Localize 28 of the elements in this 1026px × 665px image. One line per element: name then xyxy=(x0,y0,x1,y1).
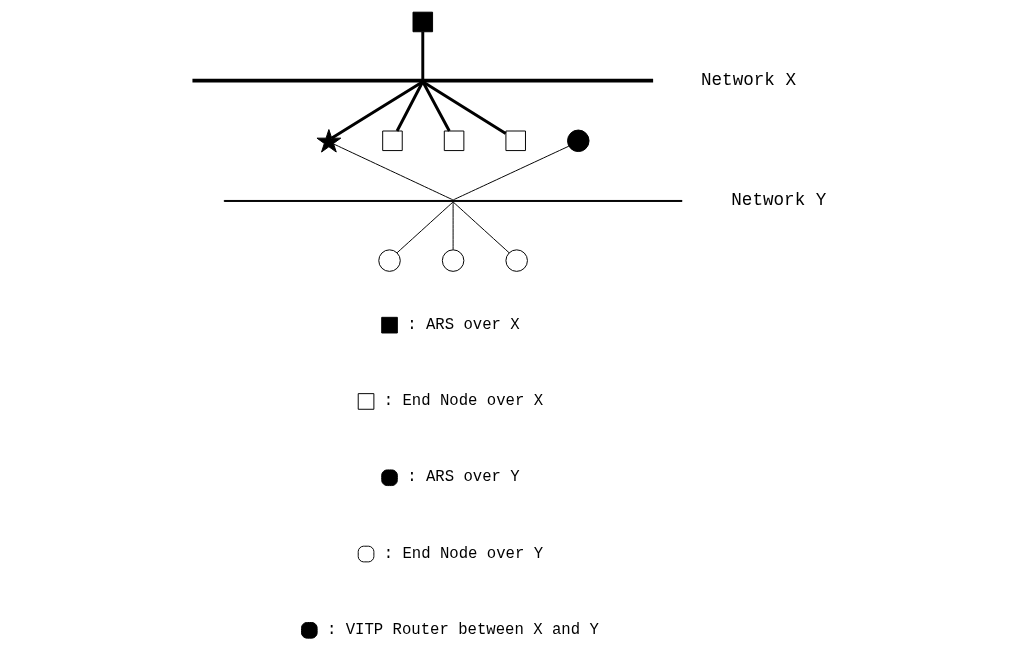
node-label: Network Y xyxy=(730,190,826,211)
node-label: Network X xyxy=(700,69,796,90)
node-box xyxy=(381,130,403,152)
connector xyxy=(452,201,454,251)
node-bar xyxy=(191,78,653,83)
connector xyxy=(395,81,424,132)
node-circle xyxy=(377,249,401,272)
connector xyxy=(452,145,569,201)
connector xyxy=(396,201,454,254)
legend-label: : VITP Router between X and Y xyxy=(326,621,599,640)
node-box xyxy=(412,11,433,33)
node-circle xyxy=(441,249,464,272)
node-bar xyxy=(223,199,682,202)
node-circle xyxy=(566,129,590,153)
legend-label: : End Node over X xyxy=(383,392,543,411)
connector xyxy=(421,81,451,132)
node-box xyxy=(443,130,464,152)
legend-label: : ARS over X xyxy=(406,315,520,334)
connector xyxy=(332,143,454,201)
connector xyxy=(420,31,424,80)
legend-label: : End Node over Y xyxy=(383,544,543,563)
connector xyxy=(452,201,510,254)
node-star xyxy=(316,129,341,153)
connector xyxy=(330,80,423,140)
node-circle xyxy=(504,249,528,272)
node-box xyxy=(504,130,526,152)
legend-label: : ARS over Y xyxy=(406,468,520,487)
connector xyxy=(421,80,506,135)
